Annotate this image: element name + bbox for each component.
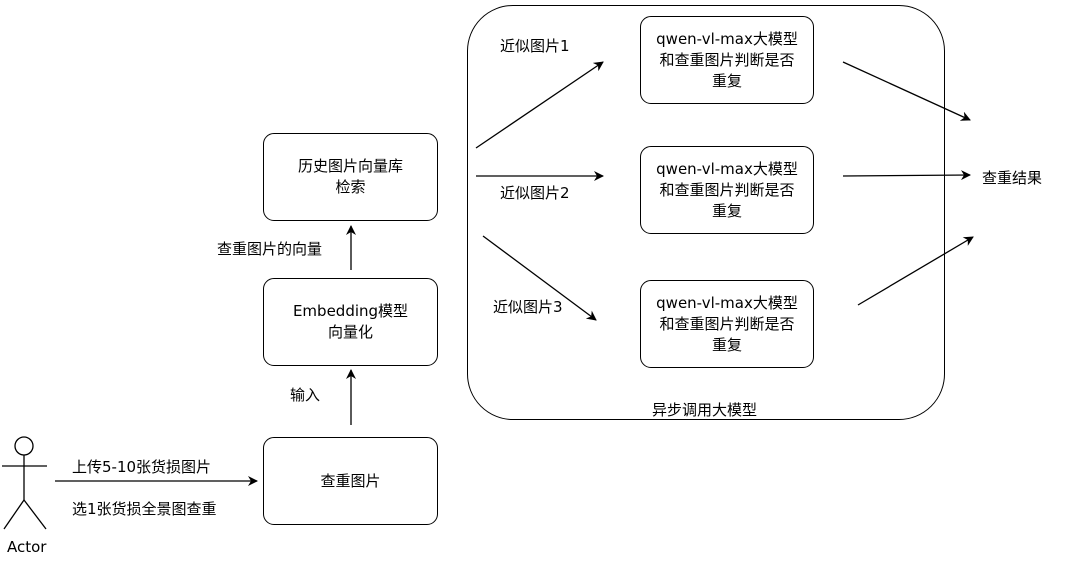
- result-node: 查重结果: [982, 169, 1043, 187]
- llm-node-2: qwen-vl-max大模型 和查重图片判断是否 重复: [640, 146, 814, 234]
- edge-result-2: [842, 170, 971, 181]
- edge-result-1: [842, 61, 971, 121]
- edge-similar-1: [475, 61, 604, 149]
- async-llm-container-label: 异步调用大模型: [652, 401, 758, 419]
- embedding-model-node: Embedding模型 向量化: [263, 278, 438, 366]
- llm-node-1: qwen-vl-max大模型 和查重图片判断是否 重复: [640, 16, 814, 104]
- edge-similar-3: [482, 235, 597, 321]
- edge-label-input: 输入: [290, 386, 321, 404]
- history-vector-db-node: 历史图片向量库 检索: [263, 133, 438, 221]
- actor-figure: [2, 436, 47, 530]
- query-image-node: 查重图片: [263, 437, 438, 525]
- edge-label-query-vector: 查重图片的向量: [217, 240, 323, 258]
- actor-label: Actor: [7, 538, 47, 556]
- llm-node-3: qwen-vl-max大模型 和查重图片判断是否 重复: [640, 280, 814, 368]
- edge-label-similar-1: 近似图片1: [500, 37, 570, 55]
- edge-label-select: 选1张货损全景图查重: [72, 500, 217, 518]
- edge-label-similar-3: 近似图片3: [493, 298, 563, 316]
- edge-result-3: [857, 236, 974, 306]
- edge-label-similar-2: 近似图片2: [500, 184, 570, 202]
- edge-label-upload: 上传5-10张货损图片: [72, 458, 212, 476]
